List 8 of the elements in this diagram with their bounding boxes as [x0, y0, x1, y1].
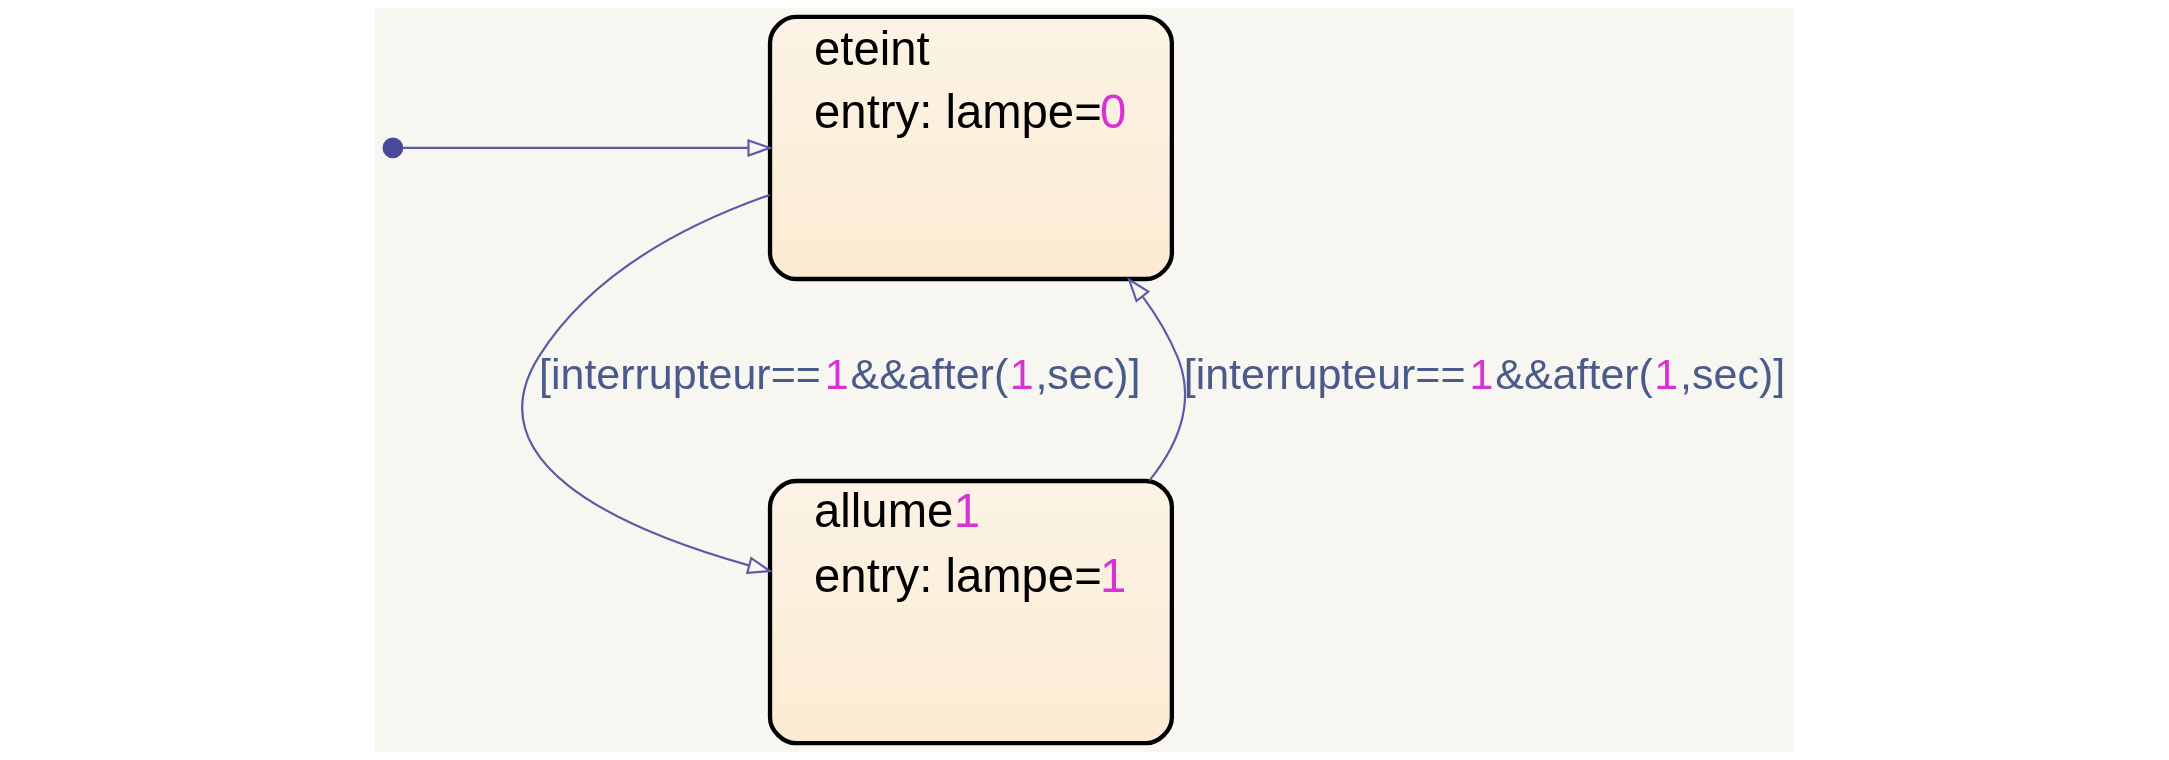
edge-label: [interrupteur==1&&after(1,sec)]	[1183, 349, 1786, 398]
node-box: allume1 entry: lampe=1	[767, 478, 1175, 746]
arrow	[1127, 276, 1186, 482]
edge-label: [interrupteur==1&&after(1,sec)]	[539, 349, 1141, 398]
arrow	[402, 138, 774, 157]
node-circle	[382, 137, 404, 159]
arrow	[521, 193, 774, 574]
node-box: eteint entry: lampe=0	[767, 14, 1175, 282]
